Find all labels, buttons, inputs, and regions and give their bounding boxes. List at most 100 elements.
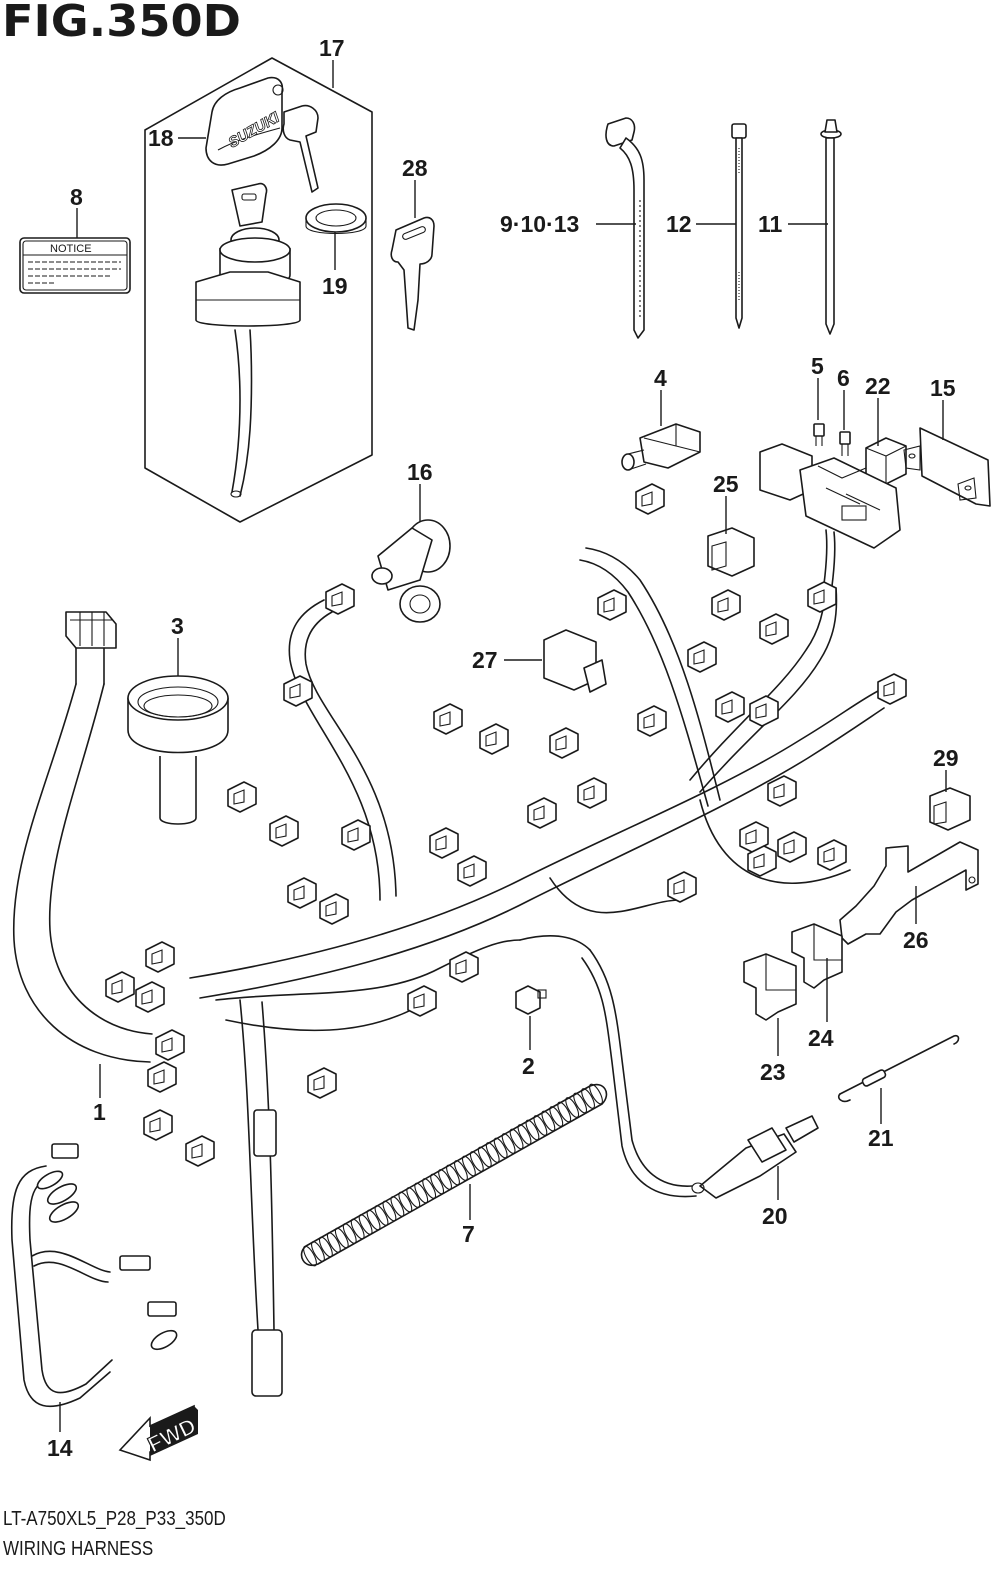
relay-part-24[interactable] (791, 923, 843, 989)
harness-connector[interactable] (269, 815, 299, 847)
connector-pin-face (783, 839, 795, 855)
ignition-switch-group[interactable]: SUZUKI (144, 57, 373, 523)
harness-connector[interactable] (325, 583, 355, 615)
harness-connector[interactable] (319, 893, 349, 925)
corrugation-ring (422, 1178, 437, 1199)
harness-connector[interactable] (227, 781, 257, 813)
connector-pin-face (289, 683, 301, 699)
harness-connector[interactable] (767, 775, 797, 807)
harness-connector[interactable] (637, 705, 667, 737)
harness-connector[interactable] (577, 777, 607, 809)
connector-pin-face (813, 589, 825, 605)
callout-15: 15 (930, 375, 956, 401)
harness-connector[interactable] (597, 589, 627, 621)
harness-connector[interactable] (185, 1135, 215, 1167)
harness-connector[interactable] (341, 819, 371, 851)
harness-connector[interactable] (527, 797, 557, 829)
harness-connector[interactable] (877, 673, 907, 705)
harness-connector[interactable] (759, 613, 789, 645)
harness-connector[interactable] (155, 1029, 185, 1061)
connector-pin-face (753, 853, 765, 869)
notice-label-part[interactable]: NOTICE (19, 237, 131, 294)
cable-tie-clip-part[interactable] (820, 119, 842, 335)
callout-27: 27 (472, 647, 498, 673)
connector-pin-face (463, 863, 475, 879)
corrugation-ring (303, 1245, 317, 1267)
harness-connector[interactable] (739, 821, 769, 853)
harness-connector[interactable] (105, 971, 135, 1003)
sensor-part[interactable] (581, 949, 819, 1199)
corrugation-ring (438, 1169, 452, 1190)
harness-connector[interactable] (715, 691, 745, 723)
connector-pin-face (439, 711, 451, 727)
harness-connector[interactable] (749, 695, 779, 727)
connector-pin-face (641, 491, 653, 507)
cable-tie-clamp-part[interactable] (605, 117, 645, 339)
ignition-switch-body[interactable] (195, 182, 301, 498)
harness-connector[interactable] (549, 727, 579, 759)
corrugation-ring (541, 1110, 556, 1132)
harness-connector[interactable] (807, 581, 837, 613)
spring-wire-part[interactable] (837, 1034, 960, 1103)
connector-pin-face (773, 783, 785, 799)
corrugation-ring (485, 1142, 500, 1163)
harness-connector[interactable] (283, 675, 313, 707)
harness-connector[interactable] (711, 589, 741, 621)
corrugation-ring (366, 1209, 381, 1231)
harness-connector[interactable] (777, 831, 807, 863)
fuse-part-6[interactable] (839, 431, 851, 456)
corrugated-tube-part[interactable] (300, 1082, 608, 1267)
main-harness-part[interactable] (12, 547, 885, 1397)
connector-pin-face (153, 1069, 165, 1085)
connector-pin-face (643, 713, 655, 729)
harness-connector[interactable] (145, 941, 175, 973)
harness-connector[interactable] (687, 641, 717, 673)
connector-pin-face (765, 621, 777, 637)
cable-tie-part[interactable] (731, 123, 747, 329)
harness-connector[interactable] (635, 483, 665, 515)
key-blank-part[interactable] (390, 216, 435, 331)
corrugation-ring (461, 1155, 476, 1177)
connector-boot-part[interactable] (621, 423, 701, 471)
harness-connector[interactable] (143, 1109, 173, 1141)
connector-pin-face (673, 879, 685, 895)
notice-text: NOTICE (50, 243, 92, 255)
socket-part[interactable] (371, 519, 451, 623)
harness-connector[interactable] (747, 845, 777, 877)
key-cover-part[interactable]: SUZUKI (205, 76, 319, 193)
connector-pin-face (313, 1075, 325, 1091)
nut-ring-part[interactable] (305, 203, 367, 234)
fuse-part-5[interactable] (813, 423, 825, 446)
connector-pin-face (745, 829, 757, 845)
connector-cap-part-2[interactable] (515, 985, 547, 1015)
harness-connector[interactable] (457, 855, 487, 887)
coupler-part-29[interactable] (929, 787, 971, 831)
coupler-part-25[interactable] (707, 527, 755, 577)
plate-bracket-part-26[interactable] (839, 841, 979, 945)
harness-connector[interactable] (433, 703, 463, 735)
harness-connector[interactable] (667, 871, 697, 903)
connector-pin-face (191, 1143, 203, 1159)
corrugation-ring (493, 1137, 508, 1159)
fuse-box-part[interactable] (759, 443, 901, 587)
harness-connector[interactable] (147, 1061, 177, 1093)
relay-part-23[interactable] (743, 953, 797, 1021)
corrugation-ring (469, 1151, 484, 1172)
relay-part-27[interactable] (543, 629, 607, 693)
harness-connector[interactable] (307, 1067, 337, 1099)
harness-connector[interactable] (135, 981, 165, 1013)
harness-connector[interactable] (817, 839, 847, 871)
harness-connector[interactable] (287, 877, 317, 909)
sub-harness-part[interactable] (10, 1143, 180, 1408)
corrugation-ring (382, 1200, 397, 1222)
callout-11: 11 (758, 211, 783, 237)
harness-connector[interactable] (429, 827, 459, 859)
callout-20: 20 (762, 1203, 788, 1229)
corrugation-ring (565, 1097, 580, 1118)
harness-connector[interactable] (449, 951, 479, 983)
connector-pin-face (435, 835, 447, 851)
threaded-cup-part[interactable] (127, 675, 229, 825)
harness-connector[interactable] (479, 723, 509, 755)
bracket-part-15[interactable] (903, 427, 991, 507)
harness-connector[interactable] (407, 985, 437, 1017)
